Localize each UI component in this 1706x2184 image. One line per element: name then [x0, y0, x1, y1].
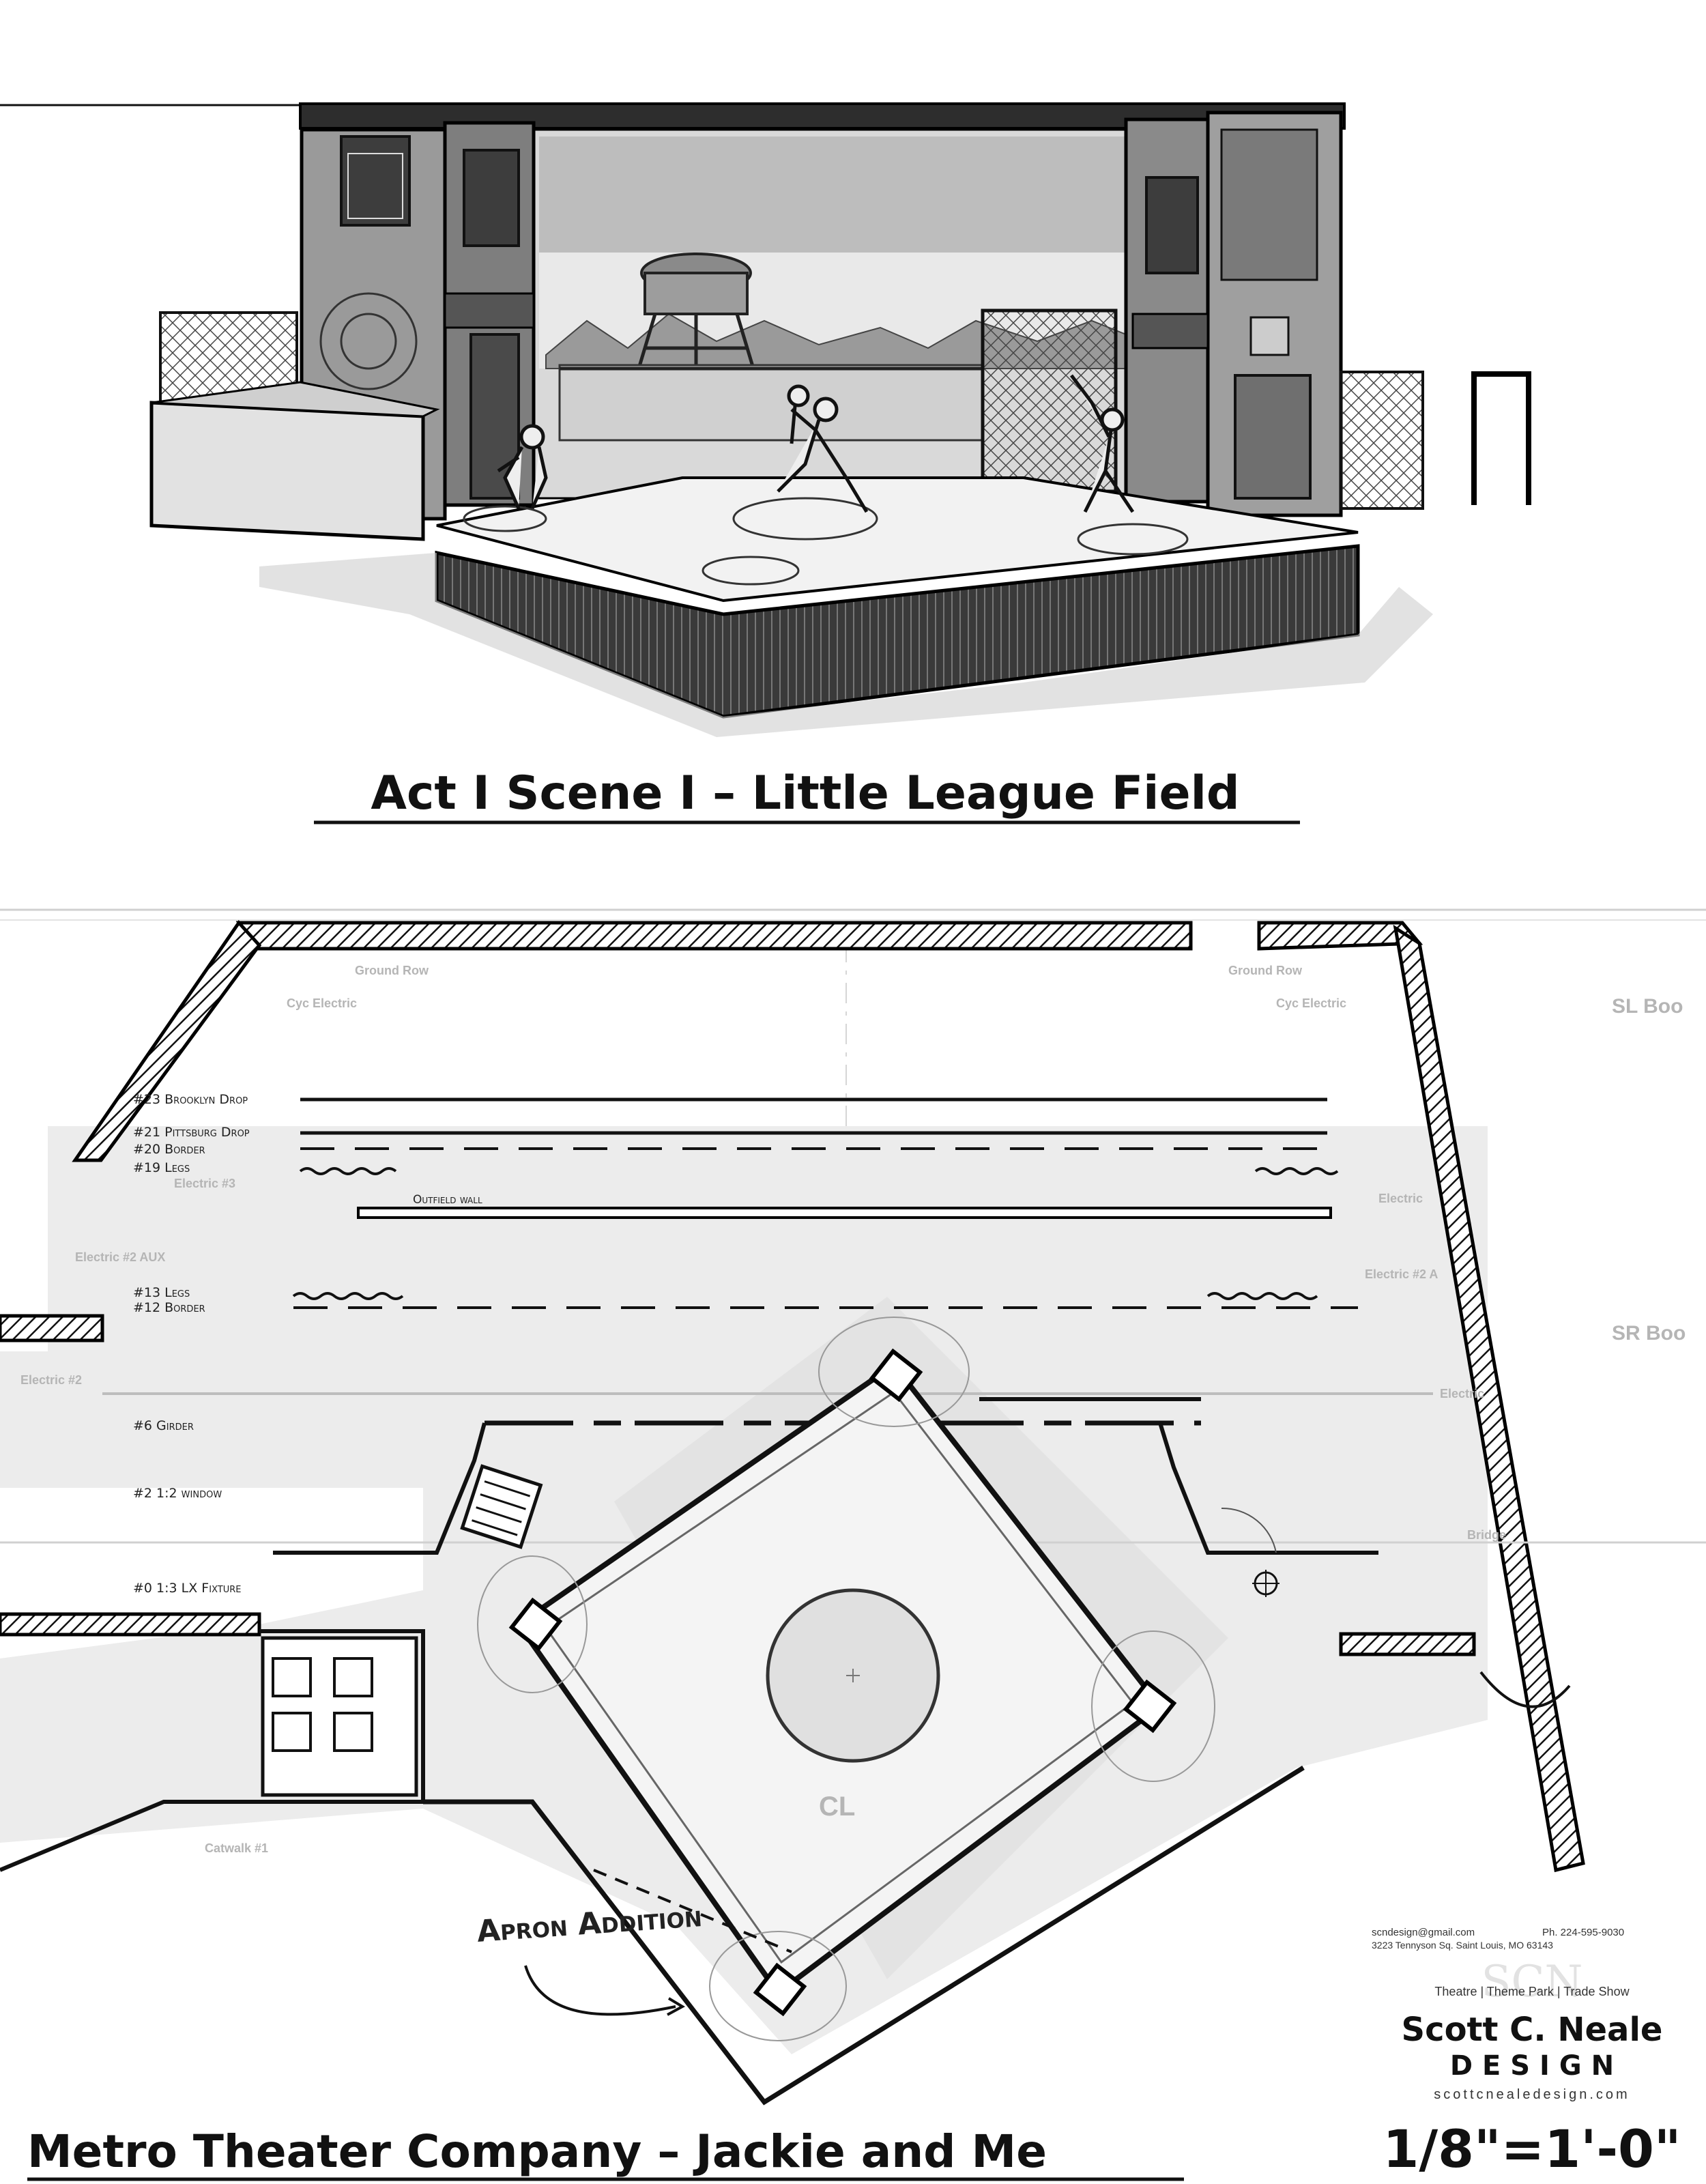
designer-design-word: D E S I G N [1450, 2050, 1614, 2082]
groundplan [0, 908, 1706, 2106]
title-block: scndesign@gmail.com Ph. 224-595-9030 322… [1365, 1918, 1706, 2179]
centerline-label: CL [819, 1792, 855, 1822]
cyc-electric-left-label: Cyc Electric [287, 996, 357, 1010]
flyline-label-12: #12 Border [133, 1300, 205, 1315]
batter-figure [1070, 374, 1135, 513]
electric-right2-label: Electric [1440, 1387, 1484, 1400]
drawing-scale: 1/8"=1'-0" [1383, 2118, 1681, 2179]
flyline-label-6: #6 Girder [133, 1418, 194, 1433]
flyline-label-19: #19 Legs [133, 1160, 190, 1175]
flyline-label-2: #2 1:2 window [133, 1486, 222, 1501]
flyline-label-13: #13 Legs [133, 1285, 190, 1300]
catcher-figure [497, 424, 548, 510]
perspective-sketch [0, 102, 1531, 737]
sl-boom-label: SL Boo [1612, 995, 1683, 1018]
designer-address: 3223 Tennyson Sq. Saint Louis, MO 63143 [1372, 1940, 1553, 1951]
designer-phone: Ph. 224-595-9030 [1542, 1927, 1624, 1938]
electric-2-label: Electric #2 [20, 1373, 82, 1387]
flyline-label-21: #21 Pittsburg Drop [133, 1125, 250, 1140]
ground-row-left-label: Ground Row [355, 964, 429, 977]
baseball-diamond [477, 1317, 1215, 2041]
production-title: Metro Theater Company – Jackie and Me [27, 2125, 1047, 2178]
designer-website: scottcnealedesign.com [1434, 2087, 1630, 2102]
right-building [1124, 111, 1343, 517]
outfield-wall-label: Outfield wall [413, 1193, 482, 1207]
bridge-label: Bridge [1467, 1528, 1506, 1542]
flyline-label-23: #23 Brooklyn Drop [133, 1092, 248, 1107]
scene-title: Act I Scene I – Little League Field [371, 766, 1239, 820]
sr-boom-label: SR Boo [1612, 1322, 1686, 1345]
pitcher-figure [777, 384, 869, 513]
catwalk-label: Catwalk #1 [205, 1841, 268, 1855]
apron-addition-note: Apron Addition [476, 1899, 703, 1949]
scn-logo: SCN [1481, 1957, 1583, 2007]
electric-2-aux-left-label: Electric #2 AUX [75, 1250, 165, 1264]
water-tower-icon [633, 253, 760, 383]
flyline-label-20: #20 Border [133, 1142, 205, 1157]
designer-email: scndesign@gmail.com [1372, 1927, 1475, 1938]
designer-name: Scott C. Neale [1402, 2011, 1663, 2049]
electric-right-label: Electric [1378, 1192, 1423, 1205]
ground-row-right-label: Ground Row [1228, 964, 1303, 977]
electric-3-label: Electric #3 [174, 1177, 235, 1190]
designer-tagline: Theatre | Theme Park | Trade Show [1434, 1985, 1630, 1998]
electric-2-aux-right-label: Electric #2 A [1365, 1267, 1438, 1281]
flyline-label-0: #0 1:3 LX Fixture [133, 1581, 241, 1596]
cyc-electric-right-label: Cyc Electric [1276, 996, 1346, 1010]
